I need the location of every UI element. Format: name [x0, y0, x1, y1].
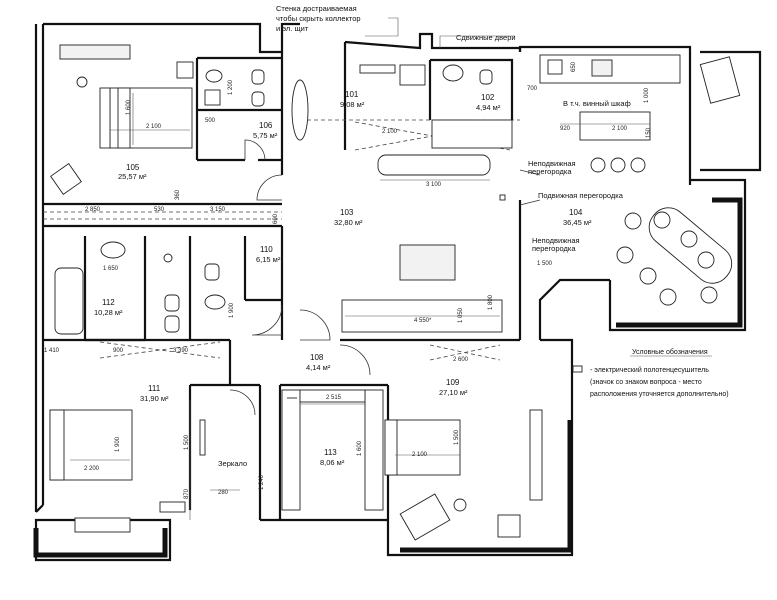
- dim-1650: 1 650: [103, 266, 119, 272]
- dim-1000: 1 000: [644, 87, 650, 103]
- dim-3100: 3 100: [426, 182, 442, 188]
- room-104-area: 36,45 м²: [563, 218, 592, 227]
- room-103-area: 32,80 м²: [334, 218, 363, 227]
- room-110-id: 110: [260, 245, 273, 254]
- dim-1900-111: 1 900: [115, 436, 121, 452]
- room-113-id: 113: [324, 448, 337, 457]
- dim-2515: 2 515: [326, 395, 342, 401]
- room-105-area: 25,57 м²: [118, 172, 147, 181]
- dimension-labels: 1 600 2 100 1 200 500 2 100 3 100 2 100 …: [44, 61, 652, 499]
- doors: [229, 139, 541, 416]
- dim-360: 360: [175, 189, 181, 200]
- dim-650: 650: [571, 61, 577, 72]
- dim-1500: 1 500: [537, 261, 553, 267]
- dim-870: 870: [184, 488, 190, 499]
- dim-2850: 2 850: [85, 207, 101, 213]
- room-109-id: 109: [446, 378, 460, 387]
- annotation-sliding-doors: Сдвижные двери: [456, 33, 516, 42]
- furniture: [49, 44, 741, 541]
- dim-920: 920: [560, 126, 571, 132]
- legend-line-3: расположения уточняется дополнительно): [590, 391, 729, 398]
- room-103-id: 103: [340, 208, 354, 217]
- dim-3390: 3 390: [173, 348, 189, 354]
- room-112-id: 112: [102, 298, 115, 307]
- annotation-fixed-partition-2b: перегородка: [532, 244, 576, 253]
- annotation-collector-wall-1: Стенка достраиваемая: [276, 4, 357, 13]
- room-109-area: 27,10 м²: [439, 388, 468, 397]
- dim-1600-113: 1 600: [357, 440, 363, 456]
- dim-1500-mirror: 1 500: [184, 434, 190, 450]
- dim-2600: 2 600: [453, 357, 469, 363]
- annotation-movable-partition: Подвижная перегородка: [538, 191, 624, 200]
- dim-3150: 3 150: [210, 207, 226, 213]
- annotations: Стенка достраиваемая чтобы скрыть коллек…: [218, 4, 631, 468]
- room-106-area: 5,75 м²: [253, 131, 278, 140]
- legend: Условные обозначения - электрический пол…: [590, 348, 729, 398]
- dim-1200-bath: 1 200: [228, 79, 234, 95]
- dim-4550: 4 550*: [414, 318, 432, 324]
- dim-1240: 1 240: [259, 474, 265, 490]
- legend-line-1: - электрический полотенцесушитель: [590, 366, 709, 374]
- room-102-id: 102: [481, 93, 495, 102]
- dim-1050: 1 050: [458, 307, 464, 323]
- room-108-area: 4,14 м²: [306, 363, 331, 372]
- room-104-id: 104: [569, 208, 583, 217]
- room-106-id: 106: [259, 121, 273, 130]
- annotation-collector-wall-3: и эл. щит: [276, 24, 309, 33]
- room-105-id: 105: [126, 163, 140, 172]
- annotation-wine-cabinet: В т.ч. винный шкаф: [563, 99, 631, 108]
- room-102-area: 4,94 м²: [476, 103, 501, 112]
- dim-2100-101: 2 100: [382, 129, 398, 135]
- room-110-area: 6,15 м²: [256, 255, 281, 264]
- dim-150: 150: [646, 127, 652, 138]
- dim-1600-bed105: 1 600: [126, 99, 132, 115]
- dim-900-112: 900: [113, 348, 124, 354]
- dim-1500-109: 1 500: [454, 429, 460, 445]
- room-113-area: 8,06 м²: [320, 458, 345, 467]
- dim-500: 500: [205, 118, 216, 124]
- annotation-fixed-partition-2: Неподвижная: [532, 236, 580, 245]
- room-101-area: 9,08 м²: [340, 100, 365, 109]
- annotation-mirror: Зеркало: [218, 459, 247, 468]
- legend-title: Условные обозначения: [632, 348, 708, 356]
- dim-2100-109: 2 100: [412, 452, 428, 458]
- annotation-collector-wall-2: чтобы скрыть коллектор: [276, 14, 361, 23]
- dim-1900-110: 1 900: [229, 302, 235, 318]
- room-labels: 101 9,08 м² 102 4,94 м² 103 32,80 м² 104…: [94, 90, 592, 467]
- towel-dryer-legend-icon: [572, 365, 583, 373]
- room-108-id: 108: [310, 353, 324, 362]
- room-111-area: 31,90 м²: [140, 394, 169, 403]
- room-112-area: 10,28 м²: [94, 308, 123, 317]
- room-101-id: 101: [345, 90, 359, 99]
- room-111-id: 111: [148, 384, 161, 393]
- dim-700: 700: [527, 86, 538, 92]
- annotation-fixed-partition-1: Неподвижная: [528, 159, 576, 168]
- dim-1410: 1 410: [44, 348, 60, 354]
- dim-2200: 2 200: [84, 466, 100, 472]
- window-walls: [33, 197, 743, 558]
- annotation-fixed-partition-1b: перегородка: [528, 167, 572, 176]
- dim-1800: 1 800: [488, 294, 494, 310]
- legend-line-2: (значок со знаком вопроса - место: [590, 379, 702, 386]
- towel-dryer-icon: [499, 194, 506, 201]
- dimension-lines: [70, 93, 650, 520]
- dim-600: 600: [273, 213, 279, 224]
- dim-2100-bed105: 2 100: [146, 124, 162, 130]
- dim-280: 280: [218, 490, 229, 496]
- dim-530: 530: [154, 207, 165, 213]
- dim-2100-kitchen: 2 100: [612, 126, 628, 132]
